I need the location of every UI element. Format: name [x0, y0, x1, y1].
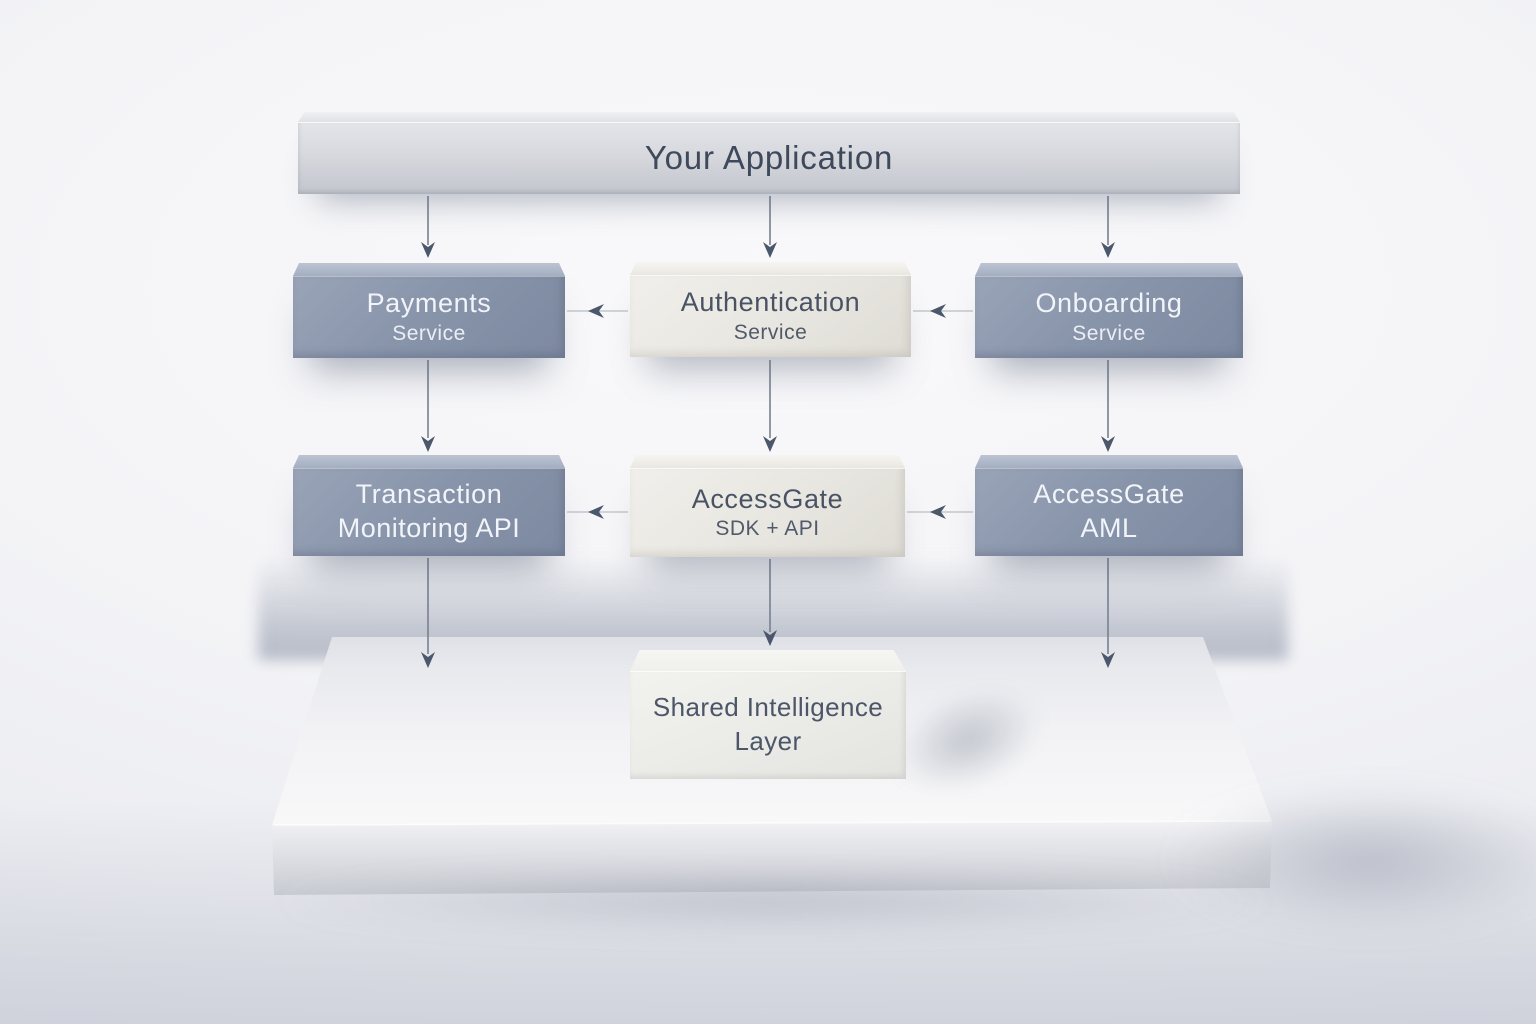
node-title: Onboarding: [1035, 288, 1183, 318]
arrow-accessgate-aml-to-platform: [1101, 558, 1115, 668]
node-subtitle: Layer: [734, 726, 802, 756]
arrow-onboarding-to-authentication: [913, 304, 973, 318]
node-front-face: Authentication Service: [630, 275, 911, 357]
node-front-face: Shared Intelligence Layer: [630, 671, 906, 779]
node-top-face: [630, 455, 905, 468]
node-subtitle: AML: [1080, 513, 1138, 543]
arrow-transaction-monitoring-to-platform: [421, 558, 435, 668]
node-subtitle: Service: [733, 320, 808, 344]
node-onboarding-service: Onboarding Service: [975, 263, 1243, 358]
app-bar-label: Your Application: [644, 139, 894, 177]
arrow-onboarding-to-accessgate-aml: [1101, 360, 1115, 452]
node-front-face: Your Application: [298, 122, 1240, 194]
node-top-face: [293, 263, 565, 276]
platform-floor-shadow-right: [1170, 790, 1536, 930]
node-title: Transaction: [355, 479, 503, 510]
node-authentication-service: Authentication Service: [630, 262, 911, 357]
arrow-accessgate-sdk-to-transaction-monitoring: [567, 505, 628, 519]
node-title: Authentication: [680, 287, 861, 317]
node-front-face: Onboarding Service: [975, 276, 1243, 358]
node-title: Shared Intelligence: [652, 692, 884, 723]
arrow-accessgate-aml-to-accessgate-sdk: [907, 505, 973, 519]
node-top-face: [293, 455, 565, 468]
platform-front-edge-highlight: [273, 820, 1271, 826]
arrow-app-to-onboarding: [1101, 196, 1115, 258]
node-your-application: Your Application: [298, 112, 1240, 194]
platform-front-face: [272, 821, 1272, 895]
node-accessgate-sdk-api: AccessGate SDK + API: [630, 455, 905, 557]
node-subtitle: SDK + API: [715, 517, 820, 541]
node-top-face: [298, 112, 1240, 122]
node-accessgate-aml: AccessGate AML: [975, 455, 1243, 556]
node-top-face: [630, 650, 906, 671]
node-front-face: AccessGate AML: [975, 468, 1243, 556]
node-front-face: Payments Service: [293, 276, 565, 358]
arrow-accessgate-sdk-to-shared-intelligence: [763, 559, 777, 646]
node-front-face: AccessGate SDK + API: [630, 468, 905, 557]
node-title: AccessGate: [691, 483, 844, 514]
node-title: Payments: [366, 288, 492, 318]
arrow-payments-to-transaction-monitoring: [421, 360, 435, 452]
arrow-app-to-payments: [421, 196, 435, 258]
arrow-app-to-authentication: [763, 196, 777, 258]
node-subtitle: Service: [392, 321, 466, 345]
node-subtitle: Service: [1072, 321, 1146, 345]
node-subtitle: Monitoring API: [337, 513, 521, 543]
node-top-face: [630, 262, 911, 275]
node-payments-service: Payments Service: [293, 263, 565, 358]
node-title: AccessGate: [1033, 479, 1185, 510]
node-transaction-monitoring-api: Transaction Monitoring API: [293, 455, 565, 556]
node-front-face: Transaction Monitoring API: [293, 468, 565, 556]
arrow-authentication-to-payments: [567, 304, 628, 318]
node-top-face: [975, 263, 1243, 276]
arrow-authentication-to-accessgate-sdk: [763, 360, 777, 452]
platform-floor-shadow: [270, 872, 1280, 930]
node-top-face: [975, 455, 1243, 468]
node-shared-intelligence-layer: Shared Intelligence Layer: [630, 650, 906, 779]
